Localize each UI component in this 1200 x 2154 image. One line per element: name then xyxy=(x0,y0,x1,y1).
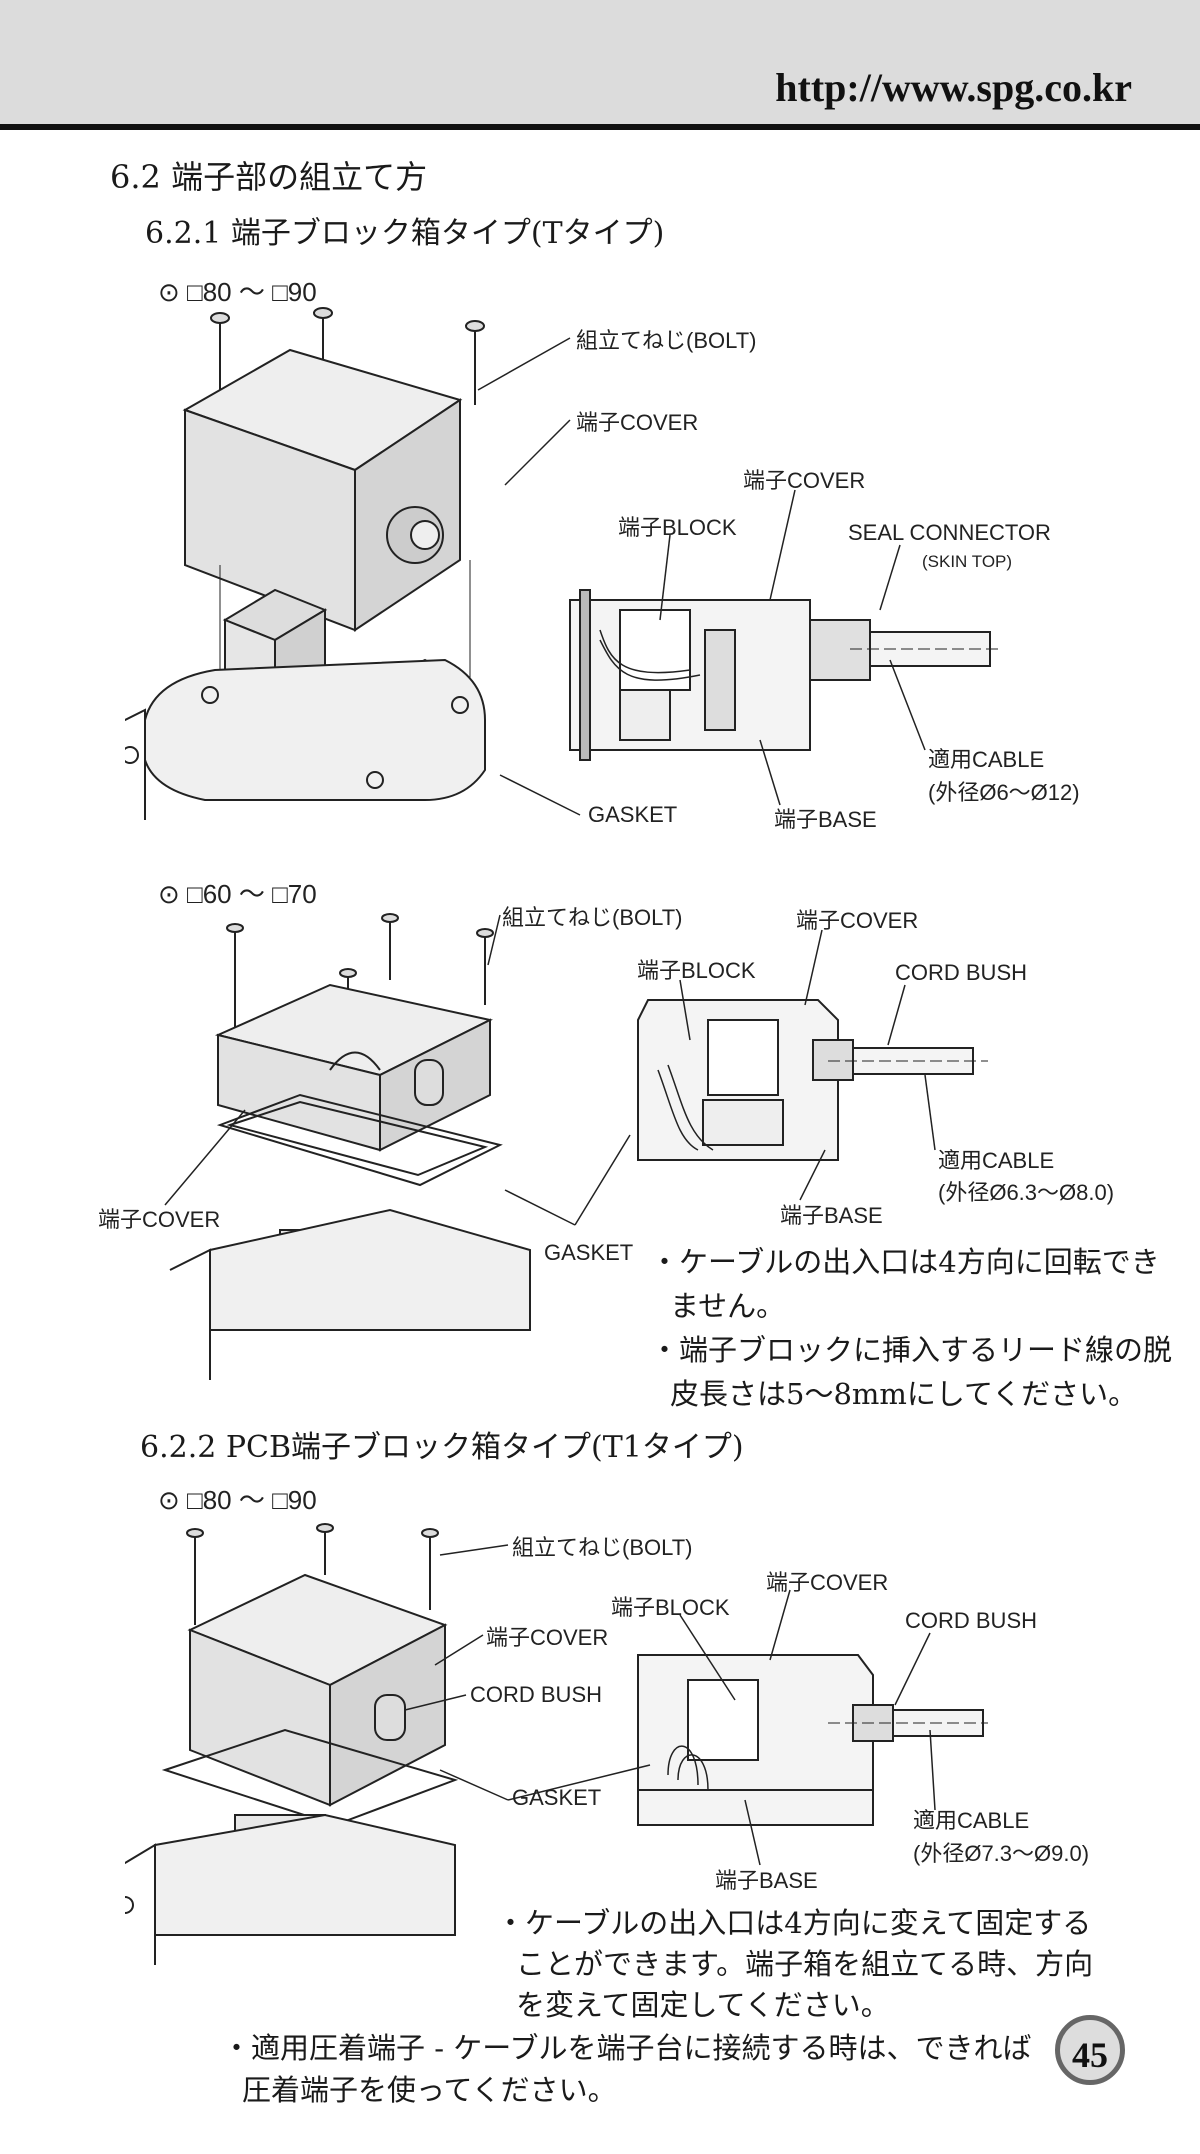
figb-bolt-label: 組立てねじ(BOLT) xyxy=(502,905,683,930)
notes-1: ・ケーブルの出入口は4方向に回転でき ません。 ・端子ブロックに挿入するリード線… xyxy=(650,1240,1172,1416)
figa-seal-sub-label: (SKIN TOP) xyxy=(922,552,1013,571)
note-1-line-2: ません。 xyxy=(670,1289,786,1323)
figa-cover-label: 端子COVER xyxy=(576,410,699,435)
figa-seal-label: SEAL CONNECTOR xyxy=(848,520,1051,545)
figb-cover-top-label: 端子COVER xyxy=(796,908,919,933)
figa-gasket-label: GASKET xyxy=(588,802,678,827)
size-range-b: ⊙ □60 ～ □70 xyxy=(158,879,317,909)
figure-a-exploded-view xyxy=(125,307,486,820)
header-url: http://www.spg.co.kr xyxy=(775,65,1132,110)
subsection-title-1: 6.2.1 端子ブロック箱タイプ(Tタイプ) xyxy=(145,216,665,251)
header-rule xyxy=(0,124,1200,130)
figc-gasket-label: GASKET xyxy=(512,1785,602,1810)
notes-3: ・適用圧着端子 - ケーブルを端子台に接続する時は、できれば 圧着端子を使ってく… xyxy=(222,2027,1032,2111)
figa-cover2-label: 端子COVER xyxy=(743,468,866,493)
note-1-line-1: ・ケーブルの出入口は4方向に回転でき xyxy=(650,1245,1160,1279)
figure-c-cross-section xyxy=(637,1654,988,1826)
figc-block-label: 端子BLOCK xyxy=(611,1595,730,1620)
notes-2: ・ケーブルの出入口は4方向に変えて固定する ことができます。端子箱を組立てる時、… xyxy=(496,1903,1093,2026)
section-title: 6.2 端子部の組立て方 xyxy=(110,158,428,196)
note-3-line-3: を変えて固定してください。 xyxy=(516,1988,890,2022)
page-number-badge: 45 xyxy=(1055,2015,1125,2085)
size-range-c: ⊙ □80 ～ □90 xyxy=(158,1485,317,1515)
subsection-title-2: 6.2.2 PCB端子ブロック箱タイプ(T1タイプ) xyxy=(140,1430,744,1465)
figc-cable-dia-label: (外径Ø7.3～Ø9.0) xyxy=(913,1841,1090,1866)
figc-cordbush-right-label: CORD BUSH xyxy=(905,1608,1038,1633)
figb-cordbush-label: CORD BUSH xyxy=(895,960,1028,985)
page-header xyxy=(0,0,1200,124)
figure-b-cross-section xyxy=(637,999,988,1161)
note-3-line-2: ことができます。端子箱を組立てる時、方向 xyxy=(516,1947,1094,1981)
figb-cable-label: 適用CABLE xyxy=(938,1148,1055,1173)
figa-bolt-label: 組立てねじ(BOLT) xyxy=(576,328,757,353)
figa-cable-label: 適用CABLE xyxy=(928,747,1045,772)
figc-cable-label: 適用CABLE xyxy=(913,1808,1030,1833)
figure-b-exploded-view xyxy=(169,913,531,1380)
figa-block-label: 端子BLOCK xyxy=(618,515,737,540)
figb-cable-dia-label: (外径Ø6.3～Ø8.0) xyxy=(938,1180,1115,1205)
figc-cordbush-left-label: CORD BUSH xyxy=(470,1682,603,1707)
note-4-line-1: ・適用圧着端子 - ケーブルを端子台に接続する時は、できれば xyxy=(222,2031,1032,2065)
figc-base-label: 端子BASE xyxy=(715,1868,818,1893)
figb-base-label: 端子BASE xyxy=(780,1203,883,1228)
figc-bolt-label: 組立てねじ(BOLT) xyxy=(512,1535,693,1560)
figa-cable-dia-label: (外径Ø6～Ø12) xyxy=(928,780,1080,805)
figb-gasket-label: GASKET xyxy=(544,1240,634,1265)
figb-cover-left-label: 端子COVER xyxy=(98,1207,221,1232)
figa-base-label: 端子BASE xyxy=(774,807,877,832)
size-range-a: ⊙ □80 ～ □90 xyxy=(158,277,317,307)
figc-cover-right-label: 端子COVER xyxy=(766,1570,889,1595)
figc-cover-left-label: 端子COVER xyxy=(486,1625,609,1650)
note-3-line-1: ・ケーブルの出入口は4方向に変えて固定する xyxy=(496,1906,1092,1940)
note-4-line-2: 圧着端子を使ってください。 xyxy=(242,2073,617,2107)
figb-block-label: 端子BLOCK xyxy=(637,958,756,983)
note-2-line-1: ・端子ブロックに挿入するリード線の脱 xyxy=(650,1333,1173,1367)
figure-a-cross-section xyxy=(569,589,1000,761)
note-2-line-2: 皮長さは5～8mmにしてください。 xyxy=(670,1377,1138,1411)
figure-c-exploded-view xyxy=(125,1523,459,1965)
